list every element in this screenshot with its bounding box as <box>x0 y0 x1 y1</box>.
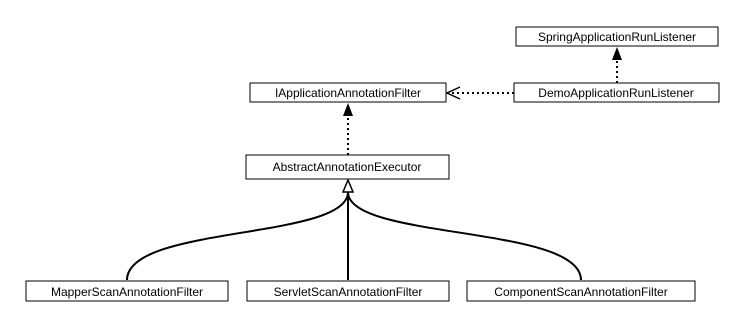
edge-demo-to-filter-interface <box>445 86 514 100</box>
node-label: DemoApplicationRunListener <box>538 86 693 100</box>
node-label: IApplicationAnnotationFilter <box>275 86 421 100</box>
node-component-scan-annotation-filter[interactable]: ComponentScanAnnotationFilter <box>466 280 696 302</box>
node-mapper-scan-annotation-filter[interactable]: MapperScanAnnotationFilter <box>25 280 229 302</box>
edge-mapper-to-abstract <box>126 191 349 281</box>
node-label: AbstractAnnotationExecutor <box>273 160 422 174</box>
node-iapplication-annotation-filter[interactable]: IApplicationAnnotationFilter <box>249 82 447 103</box>
open-arrowhead <box>445 86 461 100</box>
node-label: MapperScanAnnotationFilter <box>51 285 203 299</box>
edge-component-to-abstract <box>347 191 582 281</box>
node-demo-application-run-listener[interactable]: DemoApplicationRunListener <box>513 82 720 103</box>
filled-arrowhead <box>343 103 353 116</box>
filled-arrowhead <box>612 47 622 60</box>
inheritance-triangle <box>341 178 355 193</box>
node-label: ComponentScanAnnotationFilter <box>494 285 667 299</box>
node-spring-application-run-listener[interactable]: SpringApplicationRunListener <box>515 26 719 47</box>
node-servlet-scan-annotation-filter[interactable]: ServletScanAnnotationFilter <box>246 280 450 302</box>
node-label: SpringApplicationRunListener <box>538 30 696 44</box>
node-abstract-annotation-executor[interactable]: AbstractAnnotationExecutor <box>245 154 450 180</box>
node-label: ServletScanAnnotationFilter <box>274 285 423 299</box>
edge-demo-to-spring-listener <box>612 47 622 83</box>
edge-abstract-to-filter-interface <box>343 103 353 155</box>
